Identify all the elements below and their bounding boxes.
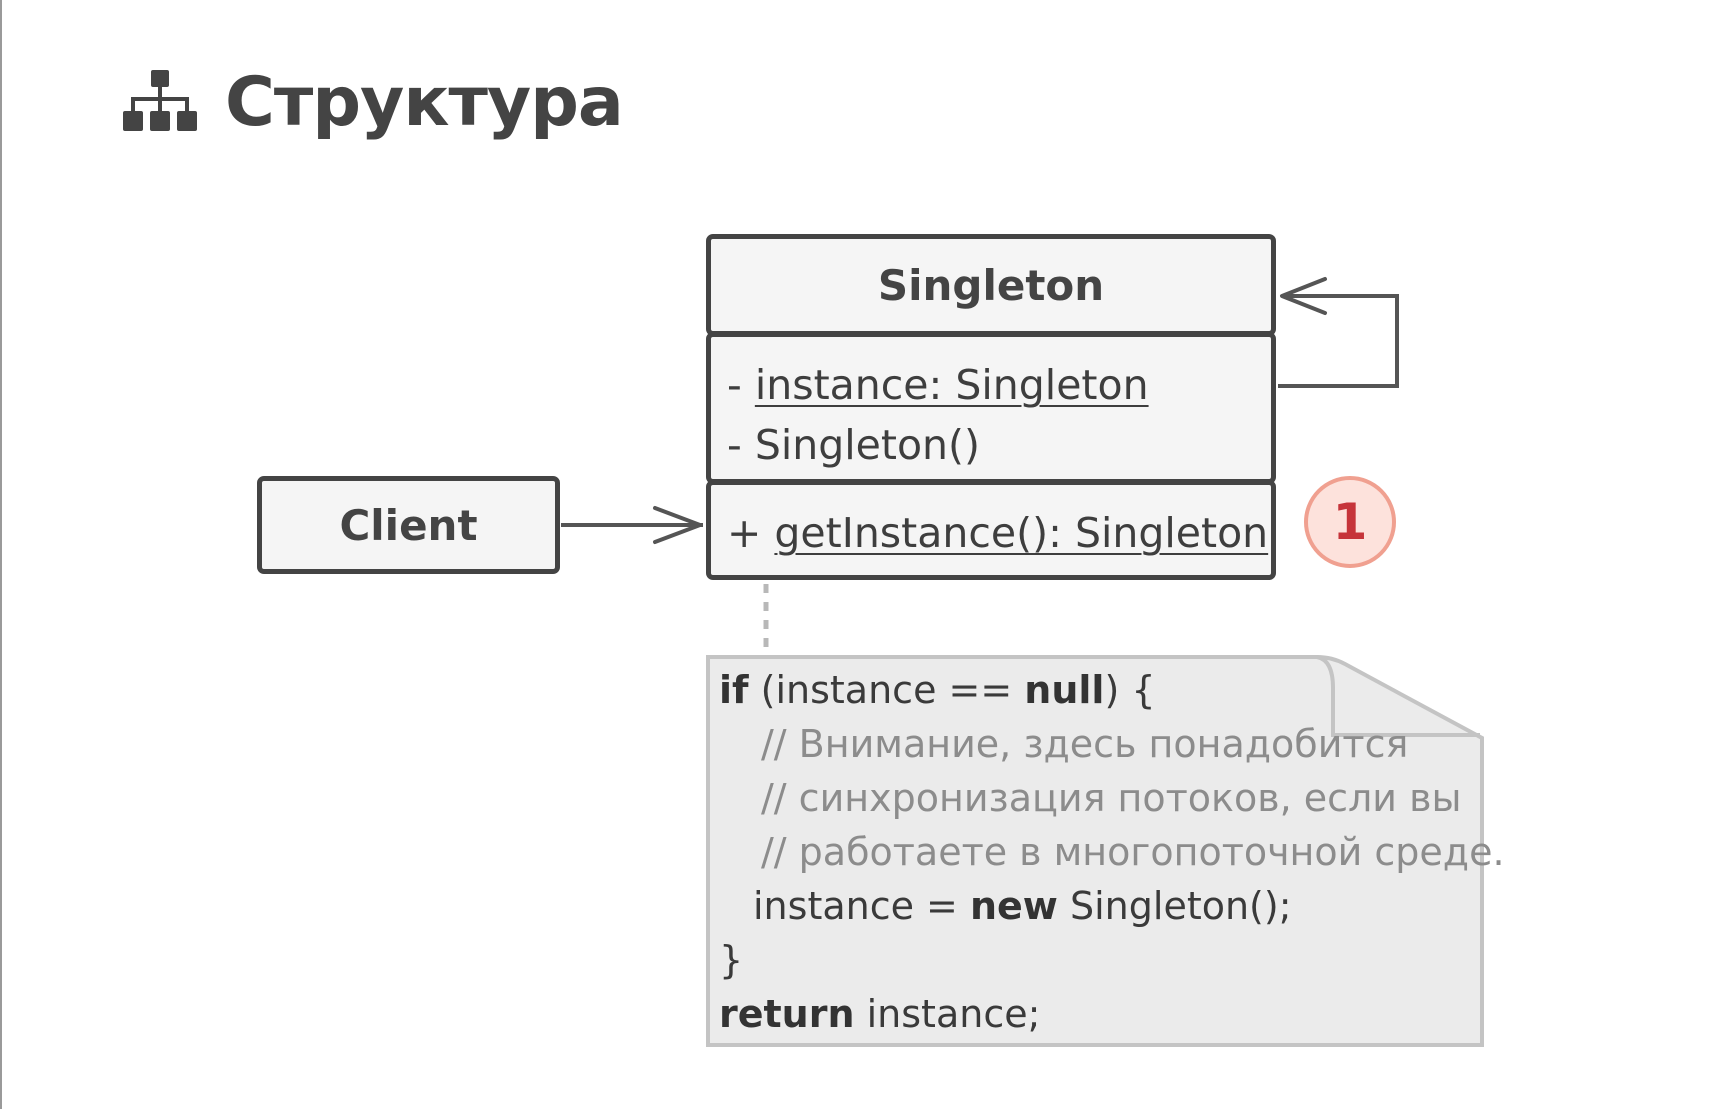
step-marker-badge: 1	[1304, 476, 1396, 568]
code-note: if (instance == null) { // Внимание, зде…	[719, 663, 1505, 1041]
singleton-class-name: Singleton	[877, 260, 1105, 310]
singleton-class-header: Singleton	[706, 234, 1276, 336]
code-comment-line: // Внимание, здесь понадобится	[761, 722, 1409, 766]
method-get-instance-text: getInstance(): Singleton	[774, 509, 1269, 557]
section-header: Структура	[123, 52, 624, 152]
code-line-return: return instance;	[719, 992, 1041, 1036]
hierarchy-icon	[123, 70, 197, 131]
singleton-methods-section: + getInstance(): Singleton	[706, 480, 1276, 580]
page-title: Структура	[225, 62, 624, 142]
constructor-text: Singleton()	[754, 421, 981, 469]
code-line-close-brace: }	[719, 938, 744, 982]
code-comment-line: // синхронизация потоков, если вы	[761, 776, 1462, 820]
client-class-box: Client	[257, 476, 560, 574]
method-get-instance: + getInstance(): Singleton	[727, 509, 1269, 557]
arrowhead-self	[1280, 277, 1327, 315]
constructor-member: - Singleton()	[727, 421, 981, 469]
page-left-border	[0, 0, 2, 1109]
arrowhead-to-singleton	[653, 506, 702, 544]
code-line-if: if (instance == null) {	[719, 668, 1156, 712]
singleton-fields-section: - instance: Singleton - Singleton()	[706, 332, 1276, 484]
field-instance-text: instance: Singleton	[754, 361, 1149, 409]
client-class-name: Client	[339, 500, 478, 550]
self-association-line	[1278, 294, 1399, 388]
field-instance: - instance: Singleton	[727, 361, 1149, 409]
code-line-assign: instance = new Singleton();	[753, 884, 1292, 928]
code-comment-line: // работаете в многопоточной среде.	[761, 830, 1505, 874]
code-note-fold	[1316, 655, 1480, 737]
